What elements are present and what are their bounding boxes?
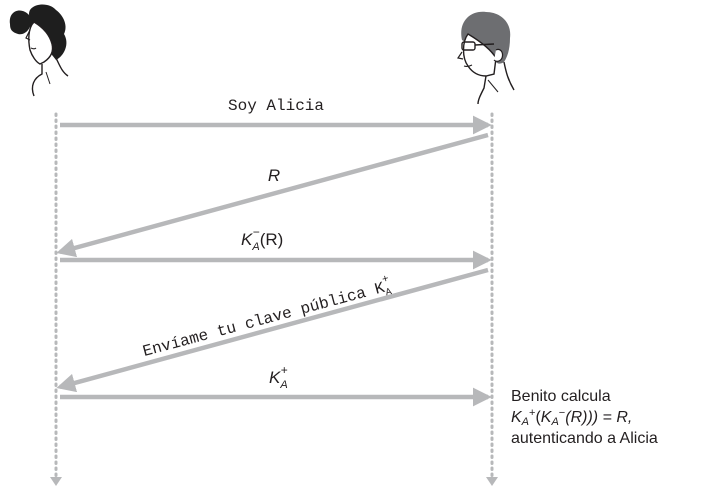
key-symbol: K <box>241 230 253 249</box>
public-key-symbol: K <box>269 368 281 387</box>
note-line-3: autenticando a Alicia <box>511 430 658 447</box>
key-superscript: − <box>253 225 260 239</box>
key-argument: (R) <box>260 230 284 249</box>
message-label-request-public-key: Envíame tu clave pública KA+ <box>140 273 394 363</box>
request-subscript: A <box>385 287 394 299</box>
public-key-superscript: + <box>281 363 288 377</box>
key-subscript: A <box>251 241 259 253</box>
message-arrow-r <box>56 132 489 258</box>
note-line-2: KA+(KA−(R))) = R, <box>511 406 633 428</box>
benito-lifeline-arrowhead <box>486 477 498 486</box>
request-superscript: + <box>381 273 390 286</box>
note-line-1: Benito calcula <box>511 388 611 405</box>
message-arrow-request-public-key <box>56 267 489 393</box>
public-key-subscript: A <box>279 379 287 391</box>
request-text: Envíame tu clave pública K <box>141 279 387 361</box>
message-label-public-key: KA + <box>269 363 288 391</box>
verification-note: Benito calcula KA+(KA−(R))) = R, autenti… <box>511 386 658 449</box>
alicia-lifeline-arrowhead <box>50 477 62 486</box>
message-label-soy-alicia: Soy Alicia <box>228 97 324 115</box>
message-label-r: R <box>268 166 280 185</box>
alicia-portrait-icon <box>9 4 69 97</box>
message-label-signed-nonce: KA −(R) <box>241 225 283 253</box>
benito-portrait-icon <box>457 11 515 105</box>
